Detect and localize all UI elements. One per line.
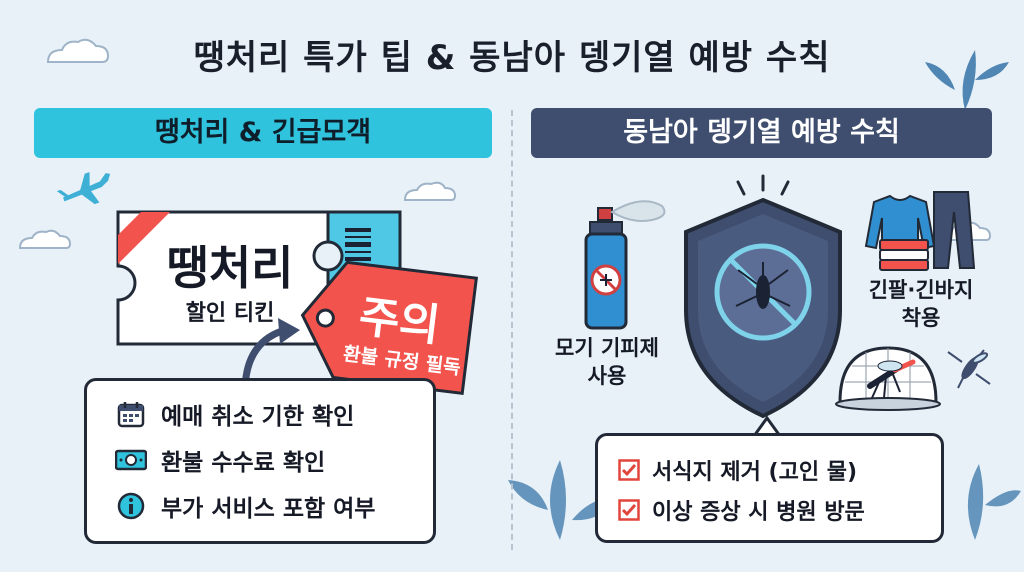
money-icon [115, 445, 147, 475]
leaf-icon [967, 464, 1021, 540]
clothes-label-line: 착용 [901, 306, 941, 330]
repellent-label-line: 모기 기피제 [555, 336, 659, 360]
checklist-label: 예매 취소 기한 확인 [161, 404, 355, 430]
leaf-icon [925, 50, 1009, 110]
checklist-label: 서식지 제거 (고인 물) [652, 460, 858, 485]
cloud-icon [18, 229, 72, 249]
clothes-label: 긴팔·긴바지 착용 [846, 276, 996, 332]
list-item: 예매 취소 기한 확인 [115, 397, 354, 431]
mosquito-icon [947, 349, 991, 389]
repellent-label: 모기 기피제 사용 [540, 334, 674, 390]
left-section-banner: 땡처리 & 긴급모객 [34, 108, 492, 158]
right-section-banner: 동남아 뎅기열 예방 수칙 [531, 108, 992, 158]
page-title: 땡처리 특가 팁 & 동남아 뎅기열 예방 수칙 [193, 38, 831, 78]
cloud-icon [403, 181, 457, 201]
mosquito-net-icon [835, 346, 941, 411]
long-sleeve-clothes-icon [864, 191, 976, 271]
section-divider [511, 110, 513, 550]
list-item: 부가 서비스 포함 여부 [115, 489, 375, 523]
mosquito-repellent-icon [584, 200, 666, 330]
checklist-label: 이상 증상 시 병원 방문 [652, 500, 865, 525]
ticket-subtitle: 할인 티킨 [185, 301, 275, 326]
prevention-checklist: 서식지 제거 (고인 물) 이상 증상 시 병원 방문 [595, 433, 944, 543]
info-icon [115, 491, 147, 521]
repellent-label-line: 사용 [587, 364, 627, 388]
airplane-icon [56, 172, 111, 205]
speech-pointer [752, 416, 782, 437]
checklist-label: 부가 서비스 포함 여부 [161, 496, 376, 522]
checklist-label: 환불 수수료 확인 [161, 450, 326, 476]
calendar-icon [115, 399, 147, 429]
list-item: 환불 수수료 확인 [115, 443, 325, 477]
clothes-label-line: 긴팔·긴바지 [868, 278, 974, 302]
shield-icon [684, 174, 842, 419]
refund-checklist: 예매 취소 기한 확인 환불 수수료 확인 부가 서비스 포함 여부 [84, 378, 436, 544]
ticket-title: 땡처리 [166, 241, 294, 295]
list-item: 서식지 제거 (고인 물) [618, 454, 857, 486]
checkbox-checked-icon [618, 499, 640, 521]
checkbox-checked-icon [618, 459, 640, 481]
list-item: 이상 증상 시 병원 방문 [618, 494, 865, 526]
cloud-icon [46, 38, 110, 63]
